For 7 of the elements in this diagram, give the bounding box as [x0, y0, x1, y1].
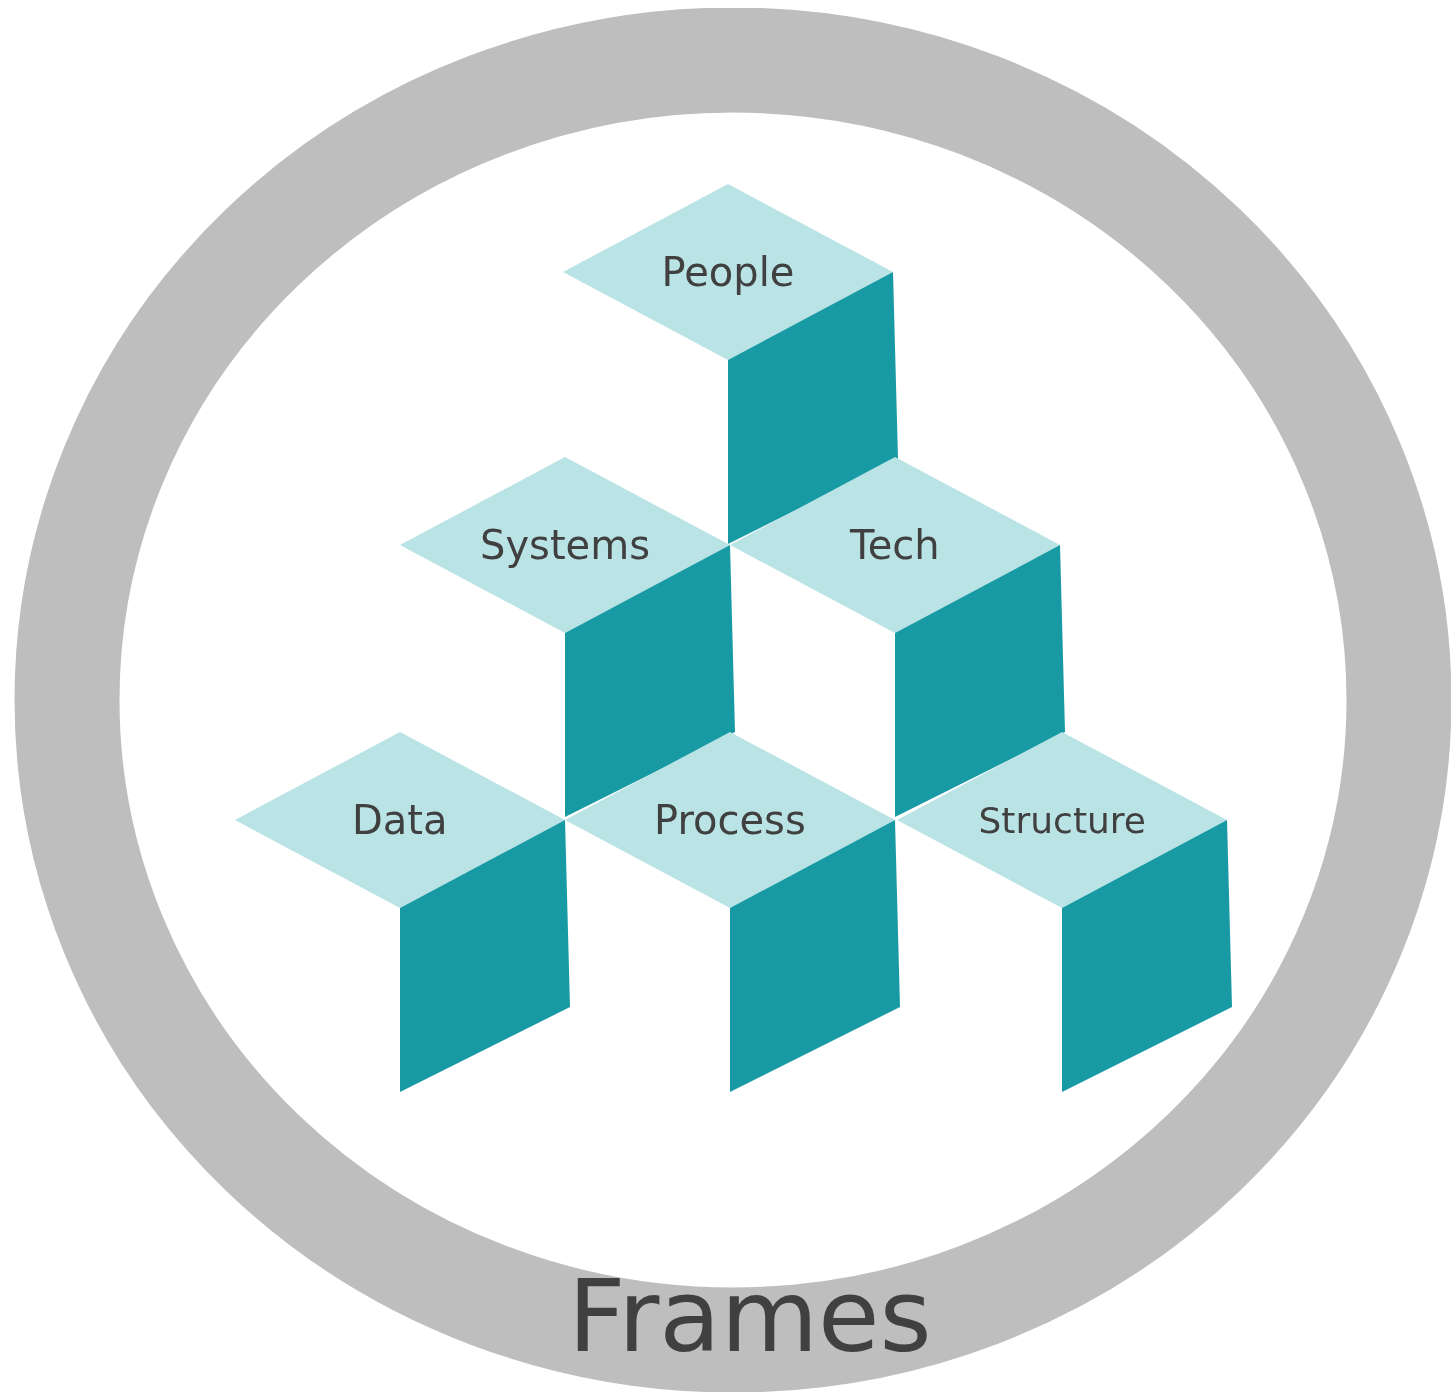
cube-label: Structure: [978, 798, 1146, 842]
cube-label: Tech: [850, 521, 940, 569]
ring-title: Frames: [568, 1262, 932, 1372]
cube-label: People: [661, 248, 795, 296]
cube-label: Data: [352, 796, 448, 844]
cube-label: Process: [654, 796, 806, 844]
cube-label: Systems: [480, 521, 650, 569]
